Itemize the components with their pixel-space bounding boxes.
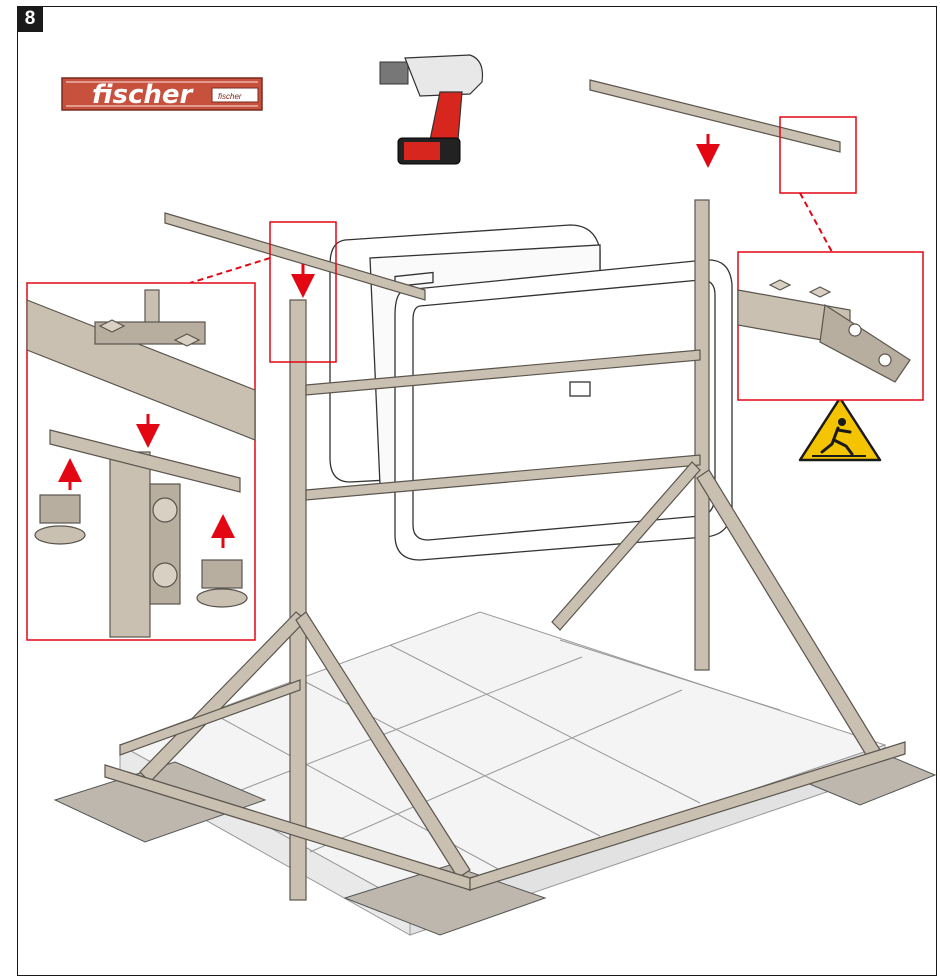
detail-callout-left: [26, 221, 337, 641]
impact-wrench-icon: [379, 54, 484, 165]
brand-logo-text: fischer: [92, 80, 194, 110]
detail-callout-right: [737, 116, 924, 401]
inverter-units: [329, 224, 733, 561]
arrow-icon: [58, 414, 235, 548]
page-frame: [17, 6, 937, 976]
step-number-badge: 8: [17, 6, 43, 32]
slip-hazard-warning-icon: [798, 396, 882, 462]
folding-ruler-icon: fischer fischer: [61, 77, 263, 111]
mounting-frame: [104, 79, 906, 901]
arrow-icon: [291, 134, 720, 298]
brand-tag-text: fischer: [218, 92, 242, 101]
